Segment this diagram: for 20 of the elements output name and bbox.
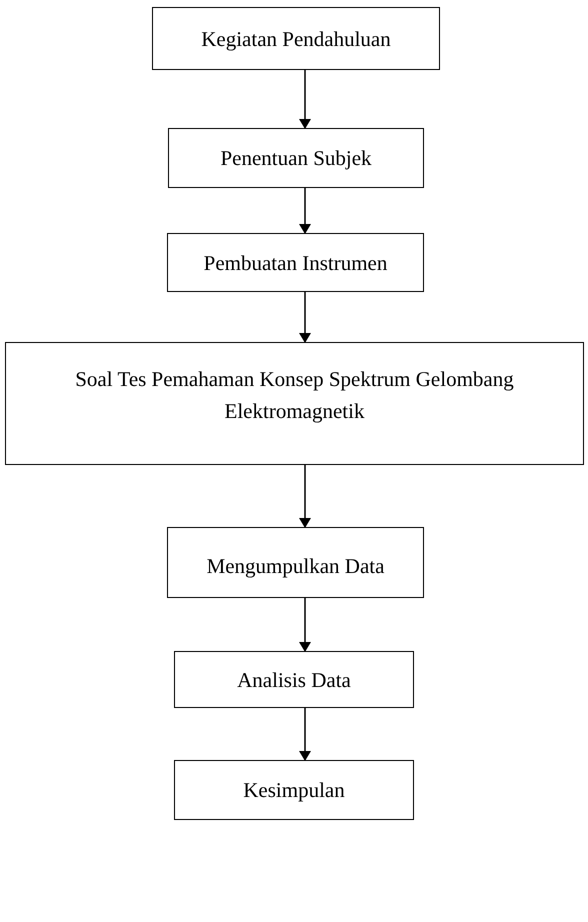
step-label: Pembuatan Instrumen [204, 250, 388, 276]
arrow [299, 598, 311, 652]
process-box [174, 651, 414, 708]
step-label: Penentuan Subjek [220, 145, 372, 172]
arrow [299, 465, 311, 528]
process-box [152, 7, 440, 70]
step-label: Mengumpulkan Data [206, 553, 384, 580]
process-box [167, 233, 424, 292]
step-label: Analisis Data [237, 666, 351, 694]
process-box [167, 527, 424, 598]
step-label: Kesimpulan [243, 777, 345, 804]
arrow [299, 70, 311, 129]
step-label: Soal Tes Pemahaman Konsep Spektrum Gelombang Elektromagnetik [74, 366, 515, 425]
process-box [174, 760, 414, 820]
arrow [299, 188, 311, 234]
process-box [168, 128, 424, 188]
process-box [5, 342, 584, 465]
arrow [299, 292, 311, 343]
step-label: Kegiatan Pendahuluan [201, 26, 391, 52]
arrow [299, 708, 311, 761]
